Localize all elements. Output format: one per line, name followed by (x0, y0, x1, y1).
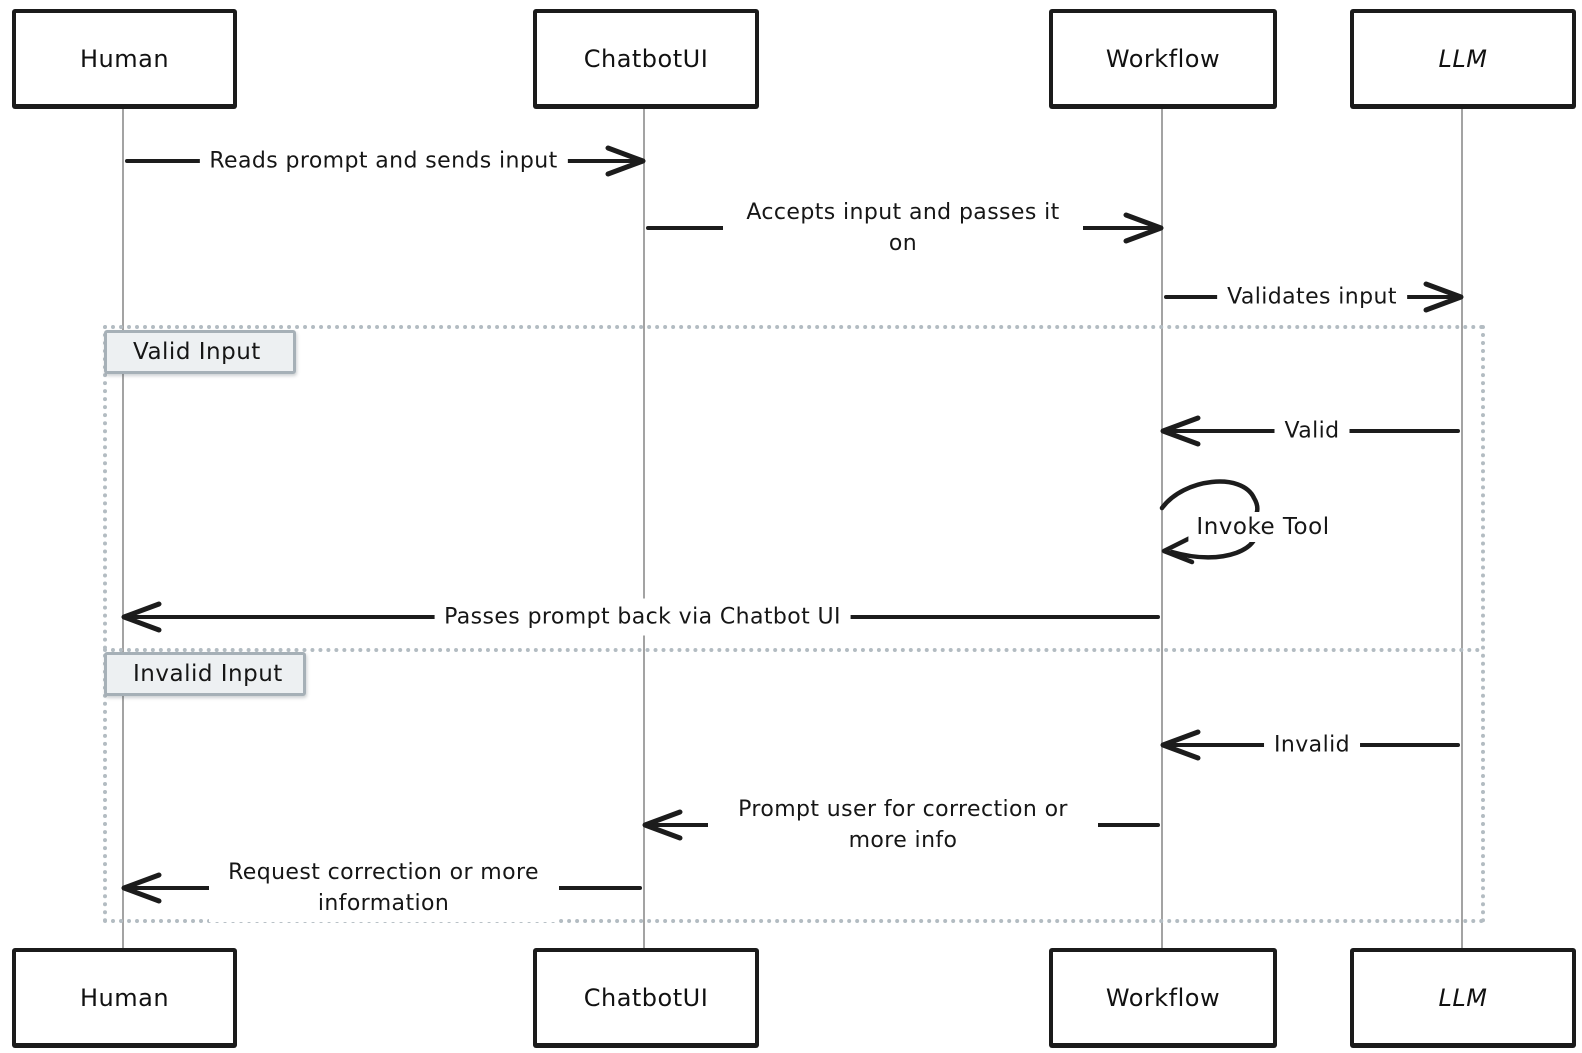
actor-label: LLM (1438, 44, 1488, 73)
message-text: Reads prompt and sends input (199, 142, 568, 180)
actor-label: ChatbotUI (583, 983, 709, 1012)
actor-box-llm-bottom: LLM (1350, 948, 1576, 1047)
arrowhead-left-icon (121, 872, 162, 904)
actor-label: LLM (1438, 983, 1488, 1012)
arrowhead-right-icon (1123, 212, 1164, 244)
actor-label: Human (79, 983, 170, 1012)
message-text: Invalid (1264, 726, 1360, 764)
actor-box-llm-top: LLM (1350, 9, 1576, 108)
arrowhead-left-icon (642, 809, 683, 841)
message-text: Prompt user for correction or more info (708, 791, 1098, 859)
message-text: Validates input (1217, 278, 1407, 316)
arrowhead-right-icon (605, 145, 646, 177)
message-text: Invoke Tool (1188, 512, 1338, 542)
message-text: Passes prompt back via Chatbot UI (434, 598, 851, 636)
frame-label-valid-text: Valid Input (133, 339, 261, 365)
frame-validation-alt (103, 325, 1485, 923)
arrowhead-left-icon (121, 601, 162, 633)
actor-label: Human (79, 44, 170, 73)
frame-label-invalid-input: Invalid Input (104, 652, 306, 696)
lifeline-llm (1461, 108, 1463, 948)
lifeline-human (122, 108, 124, 948)
actor-box-workflow-bottom: Workflow (1049, 948, 1277, 1047)
actor-label: Workflow (1105, 983, 1221, 1012)
message-text: Accepts input and passes it on (723, 194, 1083, 262)
actor-box-human-bottom: Human (12, 948, 237, 1047)
arrowhead-left-icon (1161, 535, 1195, 565)
actor-box-chatbotui-top: ChatbotUI (533, 9, 759, 108)
arrowhead-right-icon (1423, 281, 1464, 313)
arrowhead-left-icon (1160, 415, 1201, 447)
message-text: Request correction or more information (208, 854, 559, 922)
frame-label-invalid-text: Invalid Input (133, 661, 283, 687)
arrowhead-left-icon (1160, 729, 1201, 761)
actor-box-workflow-top: Workflow (1049, 9, 1277, 108)
frame-divider (103, 648, 1481, 652)
frame-label-valid-input: Valid Input (104, 330, 296, 374)
lifeline-workflow (1161, 108, 1163, 948)
message-text: Valid (1274, 412, 1350, 450)
actor-box-human-top: Human (12, 9, 237, 108)
actor-box-chatbotui-bottom: ChatbotUI (533, 948, 759, 1047)
actor-label: ChatbotUI (583, 44, 709, 73)
lifeline-chatbotui (643, 108, 645, 948)
actor-label: Workflow (1105, 44, 1221, 73)
